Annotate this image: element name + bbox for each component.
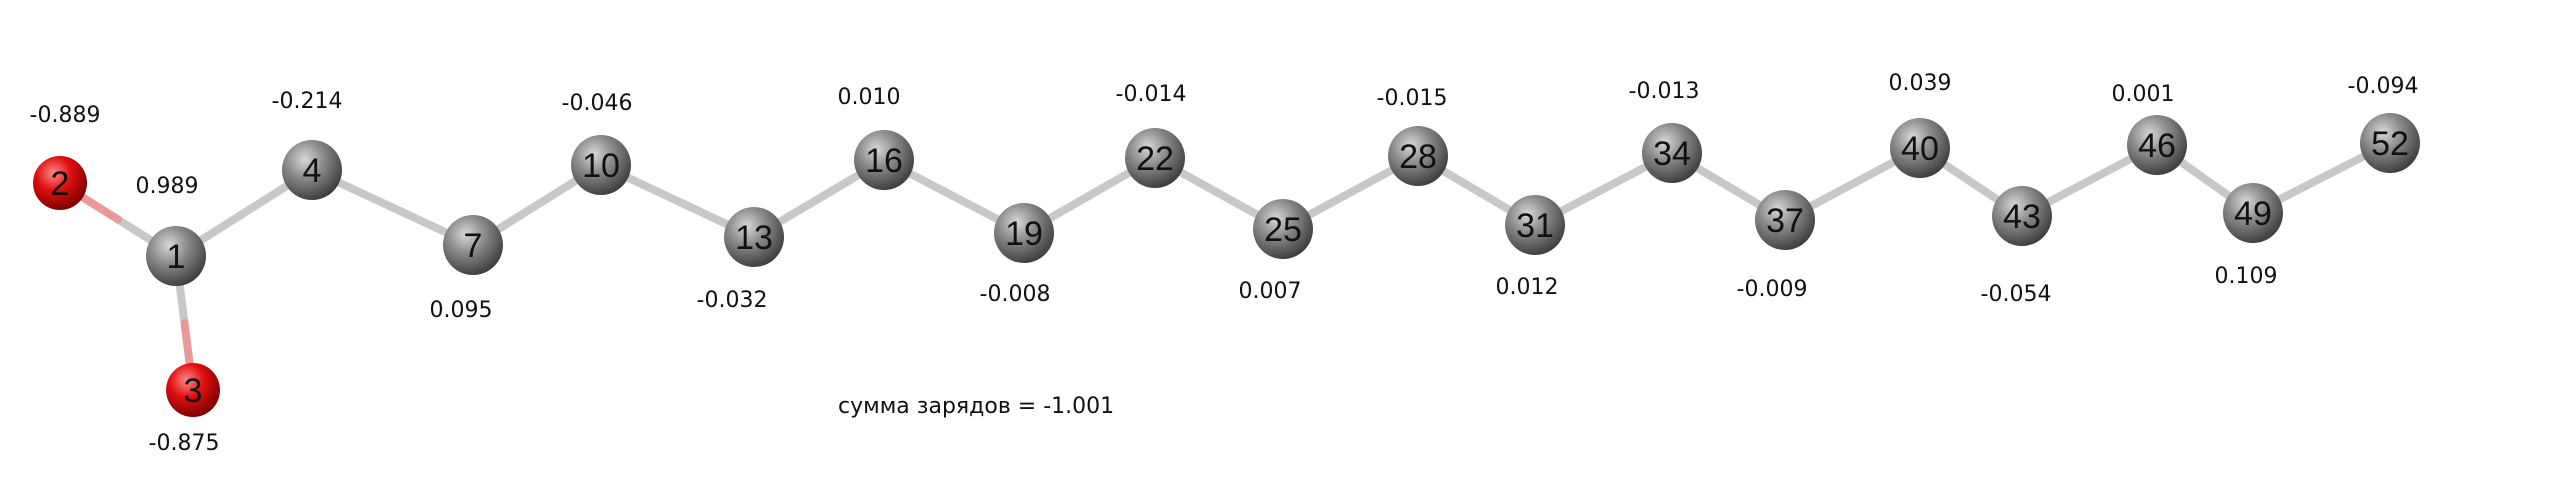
atom-number-28: 28: [1399, 138, 1437, 176]
atom-19: 19: [994, 203, 1054, 263]
charge-label-25: 0.007: [1239, 279, 1302, 304]
atom-49: 49: [2223, 183, 2283, 243]
charge-label-37: -0.009: [1737, 277, 1808, 302]
atom-sphere-43: [1992, 186, 2052, 246]
atom-sphere-25: [1253, 199, 1313, 259]
atom-sphere-13: [724, 207, 784, 267]
atom-16: 16: [854, 130, 914, 190]
charge-label-10: -0.046: [562, 91, 633, 116]
atom-sphere-28: [1388, 126, 1448, 186]
atom-number-4: 4: [303, 152, 322, 190]
atom-1: 1: [146, 226, 206, 286]
atom-number-31: 31: [1516, 207, 1554, 245]
atom-46: 46: [2127, 115, 2187, 175]
atom-52: 52: [2360, 113, 2420, 173]
atom-sphere-34: [1642, 123, 1702, 183]
charge-label-3: -0.875: [149, 431, 220, 456]
atom-sphere-1: [146, 226, 206, 286]
atom-number-10: 10: [582, 147, 620, 185]
atom-number-34: 34: [1653, 135, 1691, 173]
charge-label-49: 0.109: [2215, 264, 2278, 289]
charge-label-7: 0.095: [430, 298, 493, 323]
atom-31: 31: [1505, 195, 1565, 255]
atom-40: 40: [1890, 118, 1950, 178]
charge-label-52: -0.094: [2348, 74, 2419, 99]
atom-13: 13: [724, 207, 784, 267]
atom-number-49: 49: [2234, 195, 2272, 233]
atom-number-7: 7: [464, 227, 483, 265]
atom-2: 2: [33, 156, 87, 210]
atom-number-19: 19: [1005, 215, 1043, 253]
charge-label-4: -0.214: [272, 89, 343, 114]
atom-sphere-49: [2223, 183, 2283, 243]
atom-7: 7: [443, 215, 503, 275]
charge-label-34: -0.013: [1629, 79, 1700, 104]
charge-label-43: -0.054: [1981, 282, 2052, 307]
atom-sphere-52: [2360, 113, 2420, 173]
bond-layer: [56, 139, 2394, 394]
atom-4: 4: [282, 140, 342, 200]
atom-43: 43: [1992, 186, 2052, 246]
charge-label-19: -0.008: [980, 282, 1051, 307]
atom-sphere-37: [1755, 190, 1815, 250]
atom-number-13: 13: [735, 219, 773, 257]
atom-sphere-3: [166, 363, 220, 417]
atom-sphere-10: [571, 135, 631, 195]
charge-label-40: 0.039: [1889, 71, 1952, 96]
atom-34: 34: [1642, 123, 1702, 183]
atom-sphere-31: [1505, 195, 1565, 255]
atom-sphere-7: [443, 215, 503, 275]
atom-sphere-46: [2127, 115, 2187, 175]
atom-number-25: 25: [1264, 211, 1302, 249]
atom-number-43: 43: [2003, 198, 2041, 236]
atom-37: 37: [1755, 190, 1815, 250]
atom-number-46: 46: [2138, 127, 2176, 165]
atom-number-40: 40: [1901, 130, 1939, 168]
atom-sphere-4: [282, 140, 342, 200]
atom-10: 10: [571, 135, 631, 195]
atom-3: 3: [166, 363, 220, 417]
charge-layer: 0.989 -0.889 -0.875 -0.214 0.095 -0.046 -0.032…: [30, 71, 2419, 456]
charge-label-28: -0.015: [1377, 86, 1448, 111]
charge-label-16: 0.010: [838, 85, 901, 110]
charge-label-2: -0.889: [30, 103, 101, 128]
atom-28: 28: [1388, 126, 1448, 186]
atom-sphere-16: [854, 130, 914, 190]
atom-number-37: 37: [1766, 202, 1804, 240]
atom-22: 22: [1125, 128, 1185, 188]
atom-sphere-19: [994, 203, 1054, 263]
charge-label-31: 0.012: [1496, 275, 1559, 300]
charge-label-13: -0.032: [697, 288, 768, 313]
atom-number-22: 22: [1136, 140, 1174, 178]
atom-number-3: 3: [184, 372, 203, 410]
charge-label-1: 0.989: [136, 174, 199, 199]
charge-label-22: -0.014: [1116, 82, 1187, 107]
atom-number-2: 2: [51, 165, 70, 203]
charge-sum-label: сумма зарядов = -1.001: [838, 394, 1114, 419]
charge-label-46: 0.001: [2112, 82, 2175, 107]
atom-number-52: 52: [2371, 125, 2409, 163]
atom-sphere-2: [33, 156, 87, 210]
atom-25: 25: [1253, 199, 1313, 259]
atom-sphere-40: [1890, 118, 1950, 178]
atom-sphere-22: [1125, 128, 1185, 188]
atom-number-1: 1: [167, 238, 186, 276]
atom-number-16: 16: [865, 142, 903, 180]
